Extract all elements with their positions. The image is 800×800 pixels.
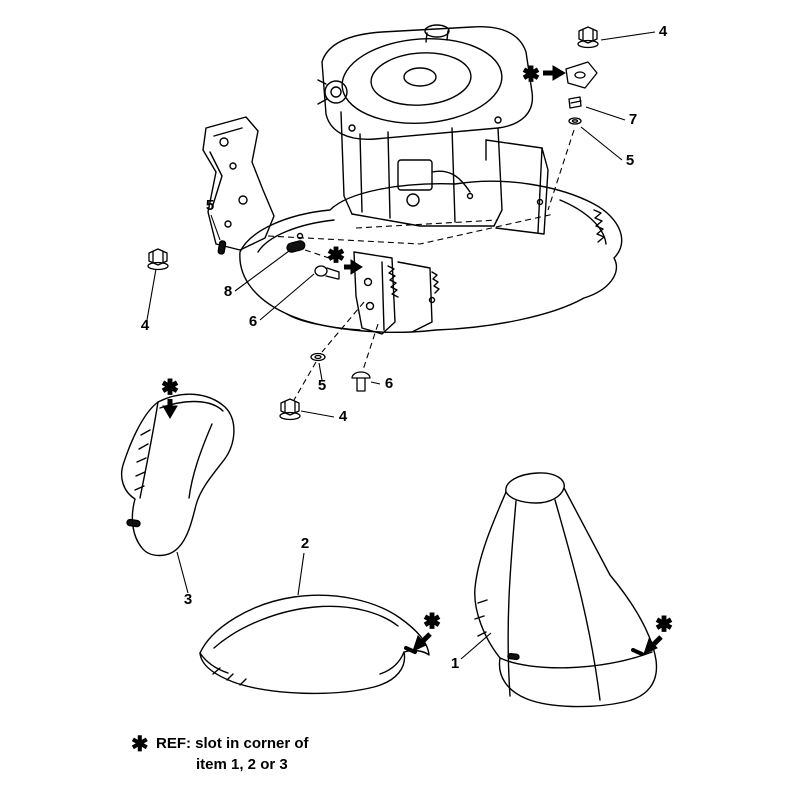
callout-labels: 4 7 5 5 8 6 4 5 6 4 3 2 1 <box>141 23 668 672</box>
leader-lines <box>146 31 656 660</box>
nut-top-right <box>578 26 598 44</box>
deck-serration-right <box>593 209 605 243</box>
washer-bottom <box>310 352 326 362</box>
asterisk-marker-part3: ✱ <box>162 377 179 399</box>
part-1-chute <box>474 472 658 708</box>
fuel-tank <box>485 139 549 235</box>
slot-markers: ✱ ✱ ✱ ✱ ✱ <box>161 64 673 655</box>
asterisk-marker-mid: ✱ <box>328 245 345 267</box>
bolt-6-bottom <box>351 371 371 379</box>
slot-arrow-icon-part3 <box>162 405 178 419</box>
hardware-left <box>147 240 340 280</box>
callout-1: 1 <box>451 655 459 672</box>
pin-left <box>217 240 227 255</box>
callout-8: 8 <box>224 283 232 300</box>
hardware-bottom <box>279 352 371 421</box>
callout-2: 2 <box>301 535 309 552</box>
slot-arrow-icon-part1 <box>643 638 658 655</box>
primer-bulb <box>324 80 348 104</box>
ref-note-asterisk-icon: ✱ <box>131 733 149 756</box>
hardware-top-right <box>565 26 599 125</box>
mower-deck <box>202 116 623 335</box>
callout-7: 7 <box>629 111 637 128</box>
ref-note: ✱ REF: slot in corner of item 1, 2 or 3 <box>131 733 310 773</box>
nut-bottom <box>280 398 300 416</box>
asterisk-marker-part2: ✱ <box>424 611 441 633</box>
part-3-cover <box>120 393 235 557</box>
deck-left-bracket <box>202 116 275 251</box>
callout-5-top-right: 5 <box>626 152 634 169</box>
plug-8 <box>286 240 306 253</box>
nut-left <box>148 248 168 266</box>
part-3-slot <box>126 518 141 528</box>
ref-note-line2: item 1, 2 or 3 <box>196 756 288 773</box>
spacer-7 <box>568 96 582 109</box>
slot-arrow-icon-part2 <box>412 635 427 652</box>
asterisk-marker-part1: ✱ <box>656 614 673 636</box>
assembly-dashed-lines <box>267 129 575 401</box>
deck-shell <box>239 180 623 333</box>
part-1-slot-right <box>631 648 644 656</box>
carburetor <box>397 159 433 191</box>
slot-arrow-icon-top-right <box>552 65 566 81</box>
engine-assembly <box>317 24 549 235</box>
bolt-6-front <box>314 265 328 277</box>
part-2-deflector <box>199 594 430 695</box>
callout-4-bottom: 4 <box>339 408 348 425</box>
callout-5-bottom: 5 <box>318 377 326 394</box>
callout-5-left: 5 <box>206 197 214 214</box>
part-1-slot-left <box>507 653 520 661</box>
callout-6-bottom: 6 <box>385 375 393 392</box>
part-2-slot <box>404 646 417 654</box>
deck-front-bracket <box>353 251 396 335</box>
callout-3: 3 <box>184 591 192 608</box>
callout-4-left: 4 <box>141 317 150 334</box>
callout-6-front: 6 <box>249 313 257 330</box>
ref-note-line1: REF: slot in corner of <box>156 735 310 752</box>
slot-arrow-icon-mid <box>350 259 363 275</box>
asterisk-marker-top-right: ✱ <box>523 64 540 86</box>
washer-top-right <box>568 117 582 125</box>
callout-4-top-right: 4 <box>659 23 668 40</box>
blower-housing <box>321 26 534 140</box>
fuel-cap <box>424 24 450 38</box>
support-bracket <box>565 61 598 89</box>
